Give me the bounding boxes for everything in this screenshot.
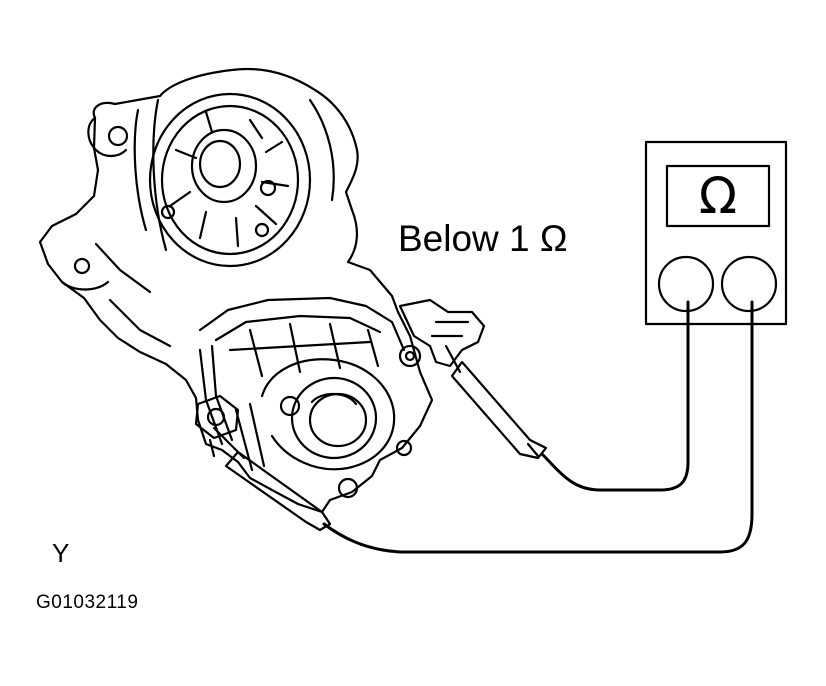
test-leads [322,300,754,554]
probe-icon [212,360,548,532]
motor-housing-icon [38,67,486,514]
measurement-label: Below 1 Ω [398,218,568,259]
ohmmeter-icon [644,140,788,326]
figure-id: G01032119 [36,592,139,613]
corner-mark: Y [52,538,70,568]
meter-display-symbol: Ω [698,167,738,225]
